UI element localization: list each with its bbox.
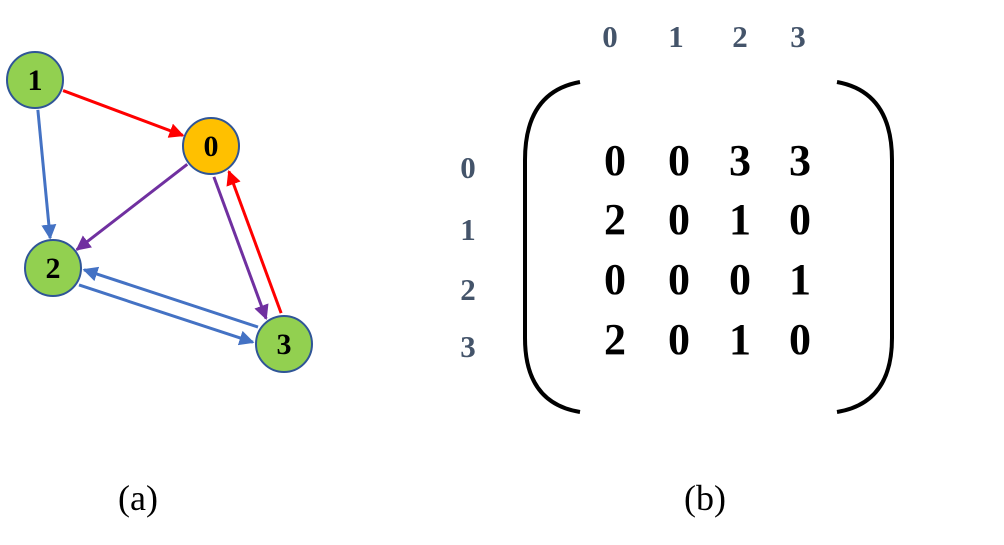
right-parenthesis	[836, 80, 894, 414]
matrix-cell: 1	[729, 315, 751, 364]
node-label: 1	[28, 64, 43, 97]
matrix-cell: 0	[668, 195, 690, 244]
node-circle	[182, 117, 240, 175]
edge-3-to-0	[226, 169, 283, 314]
edge-1-to-0	[62, 89, 185, 138]
matrix-cell: 2	[604, 195, 626, 244]
node-circle	[6, 51, 64, 109]
caption-b: (b)	[684, 478, 726, 518]
matrix-cell: 0	[604, 136, 626, 185]
matrix-col-label-0: 0	[602, 19, 618, 54]
edge-0-to-2	[75, 163, 189, 251]
matrix-cell: 0	[789, 315, 811, 364]
matrix-cell: 0	[729, 255, 751, 304]
node-1: 1	[6, 51, 64, 109]
nodes: 1 0 2 3	[6, 51, 313, 373]
edge-0-to-3	[212, 176, 269, 321]
node-circle	[24, 239, 82, 297]
matrix-col-label-3: 3	[790, 19, 806, 54]
matrix-row-label-3: 3	[460, 329, 476, 364]
matrix-col-label-2: 2	[732, 19, 748, 54]
edge-2-to-3	[78, 283, 255, 346]
matrix-cell: 0	[668, 255, 690, 304]
matrix-row-label-1: 1	[460, 212, 476, 247]
matrix-cell: 0	[668, 136, 690, 185]
matrix-cell: 3	[789, 136, 811, 185]
node-2: 2	[24, 239, 82, 297]
caption-a: (a)	[118, 478, 158, 518]
edges	[36, 89, 283, 346]
matrix-row-label-2: 2	[460, 272, 476, 307]
edge-1-to-2	[36, 109, 57, 240]
directed-graph: 1 0 2 3	[6, 51, 313, 373]
matrix-cell: 1	[789, 255, 811, 304]
matrix-cell: 3	[729, 136, 751, 185]
node-3: 3	[255, 315, 313, 373]
matrix-cell: 2	[604, 315, 626, 364]
node-label: 2	[46, 252, 61, 285]
matrix-cell: 1	[729, 195, 751, 244]
matrix-cell: 0	[668, 315, 690, 364]
node-circle	[255, 315, 313, 373]
left-parenthesis	[523, 80, 581, 414]
matrix-cell: 0	[789, 195, 811, 244]
node-0: 0	[182, 117, 240, 175]
matrix-col-label-1: 1	[668, 19, 684, 54]
edge-3-to-2	[82, 266, 259, 329]
matrix-row-label-0: 0	[460, 150, 476, 185]
node-label: 3	[277, 328, 292, 361]
matrix-cell: 0	[604, 255, 626, 304]
node-label: 0	[204, 130, 219, 163]
